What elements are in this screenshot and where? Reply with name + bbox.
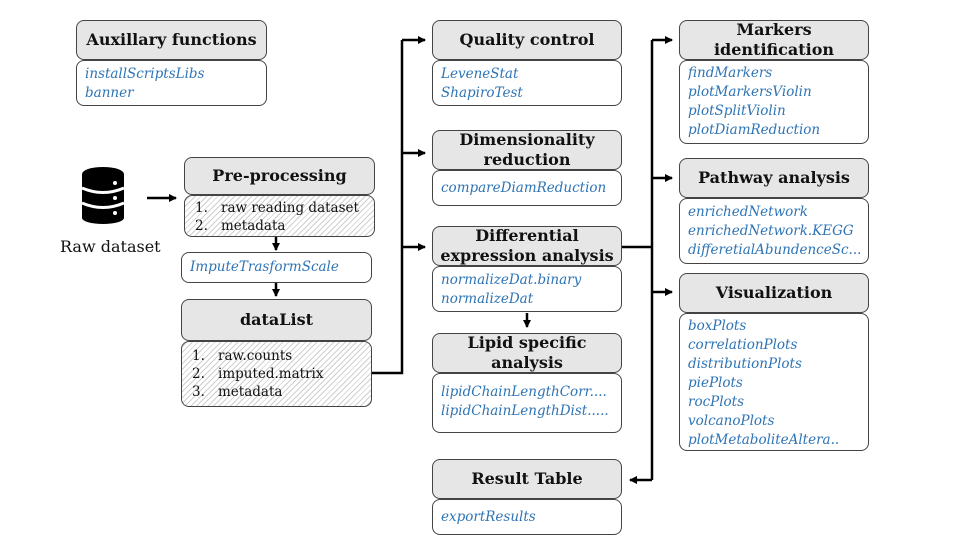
- quality-control-title: Quality control: [459, 30, 595, 49]
- function-correlationPlots: correlationPlots: [688, 337, 798, 353]
- datalist-header: dataList: [181, 299, 372, 341]
- datalist-item: 2.imputed.matrix: [192, 366, 324, 382]
- preprocessing-title: Pre-processing: [212, 166, 347, 185]
- dim-reduction-header: Dimensionality reduction: [432, 130, 622, 170]
- quality-control-header: Quality control: [432, 20, 622, 60]
- function-banner: banner: [85, 85, 134, 101]
- pathway-list: enrichedNetwork enrichedNetwork.KEGG dif…: [679, 198, 869, 264]
- function-plotDiamReduction: plotDiamReduction: [688, 122, 821, 138]
- function-plotMarkersViolin: plotMarkersViolin: [688, 84, 812, 100]
- function-piePlots: piePlots: [688, 375, 743, 391]
- preprocessing-step: 2.metadata: [195, 218, 286, 234]
- function-lipidChainLengthCorr: lipidChainLengthCorr....: [441, 384, 607, 400]
- datalist-item: 1.raw.counts: [192, 348, 293, 364]
- preprocessing-header: Pre-processing: [184, 157, 375, 195]
- markers-list: findMarkers plotMarkersViolin plotSplitV…: [679, 60, 869, 144]
- dim-reduction-title-line2: reduction: [483, 150, 571, 169]
- datalist-items: 1.raw.counts 2.imputed.matrix 3.metadata: [181, 341, 372, 407]
- markers-title-line2: identification: [713, 40, 835, 59]
- impute-function-box: ImputeTrasformScale: [181, 252, 372, 283]
- dim-reduction-title-line1: Dimensionality: [459, 130, 595, 149]
- diff-expression-list: normalizeDat.binary normalizeDat: [432, 266, 622, 312]
- function-enrichedNetwork-KEGG: enrichedNetwork.KEGG: [688, 223, 854, 239]
- diff-expression-title-line1: Differential: [475, 226, 579, 245]
- function-rocPlots: rocPlots: [688, 394, 745, 410]
- function-ImputeTrasformScale: ImputeTrasformScale: [190, 259, 339, 275]
- function-lipidChainLengthDist: lipidChainLengthDist.....: [441, 403, 609, 419]
- function-distributionPlots: distributionPlots: [688, 356, 802, 372]
- diff-expression-header: Differential expression analysis: [432, 226, 622, 266]
- pathway-title: Pathway analysis: [698, 168, 850, 187]
- function-enrichedNetwork: enrichedNetwork: [688, 204, 808, 220]
- visualization-title: Visualization: [715, 283, 833, 302]
- result-table-title: Result Table: [471, 469, 583, 488]
- connector-datalist-trunk: [372, 40, 404, 375]
- function-installScriptsLibs: installScriptsLibs: [85, 66, 205, 82]
- function-normalizeDat-binary: normalizeDat.binary: [441, 272, 582, 288]
- preprocessing-steps: 1.raw reading dataset 2.metadata: [184, 195, 375, 237]
- pathway-header: Pathway analysis: [679, 158, 869, 198]
- lipid-title-line1: Lipid specific: [467, 333, 587, 352]
- auxiliary-functions-list: installScriptsLibs banner: [76, 60, 267, 106]
- function-exportResults: exportResults: [441, 509, 536, 525]
- function-boxPlots: boxPlots: [688, 318, 747, 334]
- function-LeveneStat: LeveneStat: [441, 66, 519, 82]
- result-table-header: Result Table: [432, 459, 622, 499]
- datalist-item: 3.metadata: [192, 384, 283, 400]
- result-table-list: exportResults: [432, 499, 622, 535]
- datalist-title: dataList: [239, 310, 314, 329]
- markers-header: Markers identification: [679, 20, 869, 60]
- quality-control-list: LeveneStat ShapiroTest: [432, 60, 622, 106]
- visualization-list: boxPlots correlationPlots distributionPl…: [679, 313, 869, 451]
- lipid-title-line2: analysis: [491, 353, 563, 372]
- visualization-header: Visualization: [679, 273, 869, 313]
- raw-dataset-label: Raw dataset: [60, 237, 161, 256]
- function-compareDiamReduction: compareDiamReduction: [441, 180, 607, 196]
- function-findMarkers: findMarkers: [688, 65, 773, 81]
- auxiliary-functions-header: Auxillary functions: [76, 20, 267, 60]
- diff-expression-title-line2: expression analysis: [440, 246, 614, 265]
- preprocessing-step: 1.raw reading dataset: [195, 200, 359, 216]
- function-plotMetaboliteAltera: plotMetaboliteAltera..: [688, 432, 840, 448]
- auxiliary-functions-title: Auxillary functions: [86, 30, 257, 49]
- lipid-header: Lipid specific analysis: [432, 333, 622, 373]
- markers-title-line1: Markers: [736, 20, 812, 39]
- function-ShapiroTest: ShapiroTest: [441, 85, 523, 101]
- dim-reduction-list: compareDiamReduction: [432, 170, 622, 206]
- function-normalizeDat: normalizeDat: [441, 291, 534, 307]
- function-plotSplitViolin: plotSplitViolin: [688, 103, 786, 119]
- database-icon: [81, 167, 125, 224]
- function-volcanoPlots: volcanoPlots: [688, 413, 775, 429]
- function-differetialAbundenceSc: differetialAbundenceSc...: [688, 242, 860, 258]
- lipid-list: lipidChainLengthCorr.... lipidChainLengt…: [432, 373, 622, 433]
